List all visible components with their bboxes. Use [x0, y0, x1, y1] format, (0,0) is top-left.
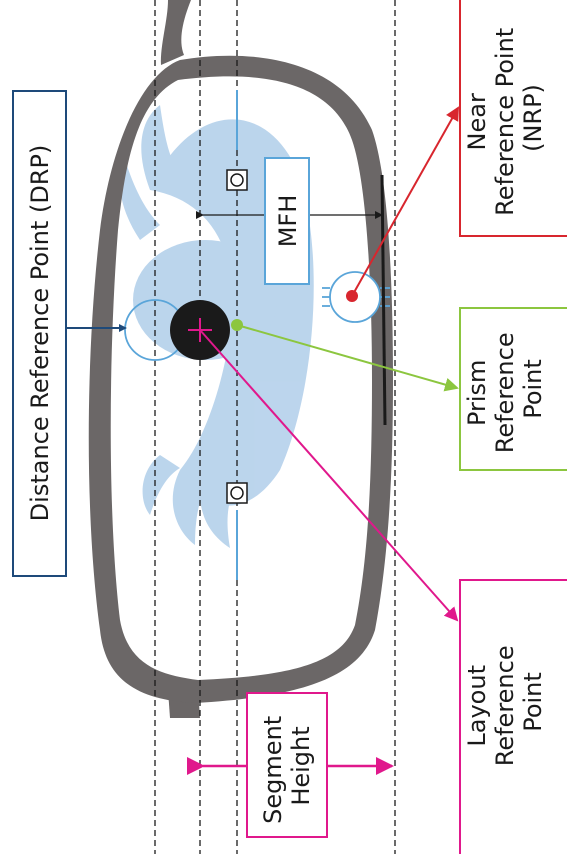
prism-label-box: Prism Reference Point [459, 307, 567, 471]
svg-text:Prism Reference Po: Prism Reference Point [463, 325, 547, 454]
layout-label-line3: Point [519, 672, 547, 732]
mfh-label: MFH [274, 195, 302, 248]
layout-label-line1: Layout [463, 665, 491, 747]
segment-height-box: Segment Height [246, 692, 328, 838]
layout-label-line2: Reference [491, 645, 519, 766]
prism-label-line3: Point [519, 359, 547, 419]
segment-label-line2: Height [287, 726, 315, 805]
drp-label: Distance Reference Point (DRP) [26, 145, 54, 522]
nrp-label-line1: Near [463, 93, 491, 150]
prism-label-line2: Reference [491, 332, 519, 453]
drp-label-box: Distance Reference Point (DRP) [12, 90, 67, 577]
layout-arrow [199, 329, 459, 622]
prism-label-line1: Prism [463, 360, 491, 426]
prism-arrow [236, 324, 459, 392]
marker-squares [226, 169, 248, 504]
nrp-label-line3: (NRP) [519, 84, 547, 152]
nrp-arrow [351, 106, 459, 297]
segment-label-line1: Segment [259, 716, 287, 824]
layout-label-box: Layout Reference Point [459, 579, 567, 854]
eyeglass-frame [88, 0, 393, 718]
svg-text:Layout Reference P: Layout Reference Point [463, 638, 547, 767]
nrp-label-box: Near Reference Point (NRP) [459, 0, 567, 237]
svg-text:Near Reference Point: Near Reference Point (NRP) [463, 20, 547, 216]
svg-text:Segment Height: Segment Height [259, 708, 315, 824]
nrp-label-line2: Reference Point [491, 28, 519, 216]
mfh-box: MFH [264, 157, 310, 285]
